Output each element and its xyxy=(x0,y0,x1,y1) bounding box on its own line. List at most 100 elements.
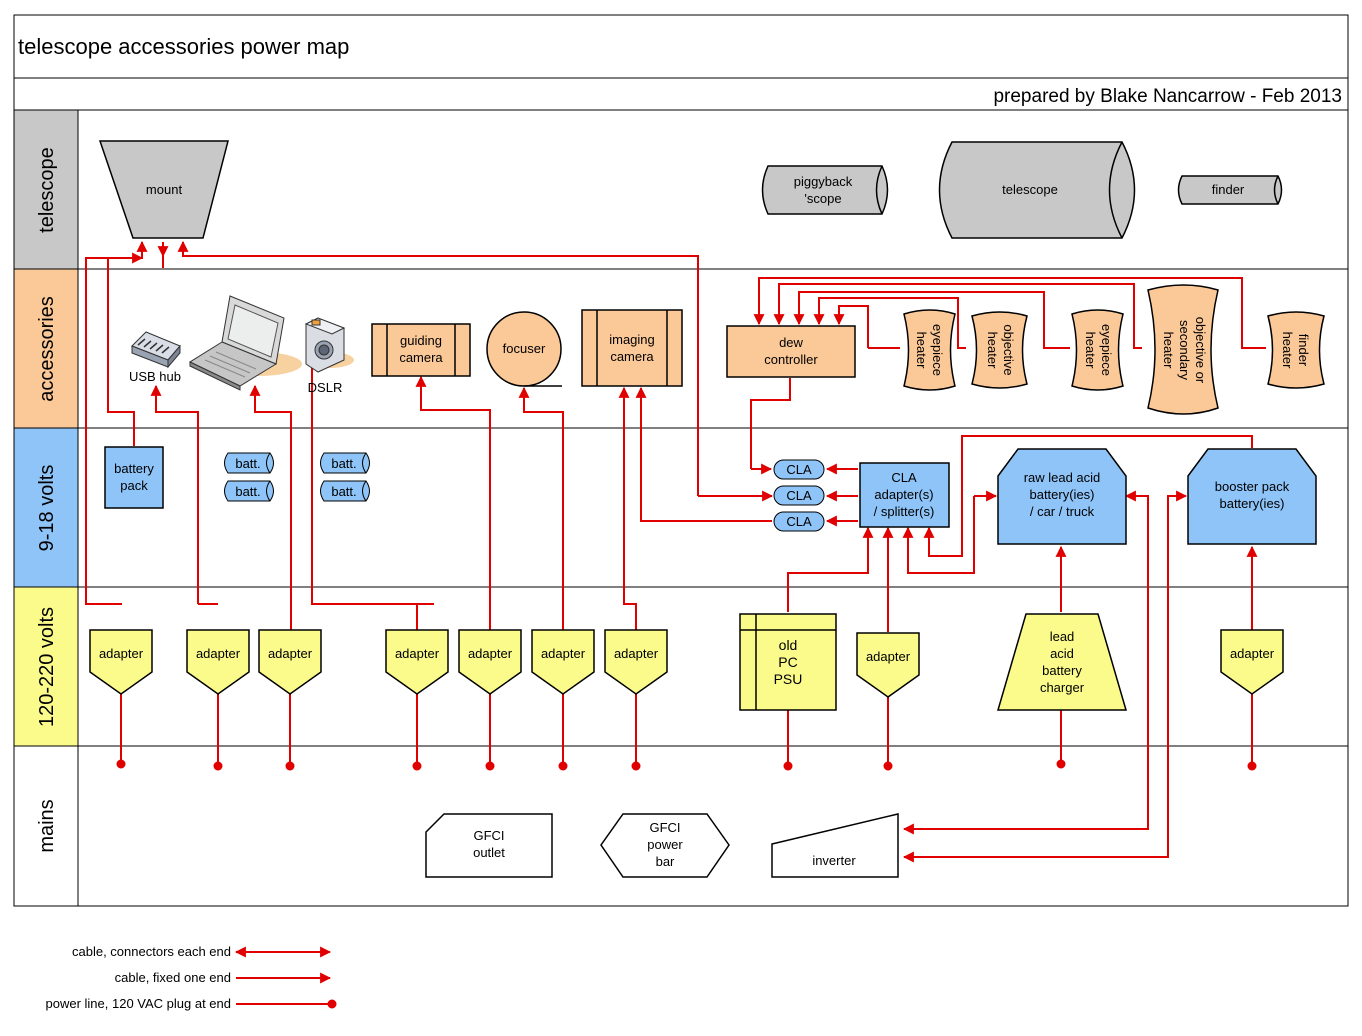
svg-text:heater: heater xyxy=(1161,332,1176,370)
finder-scope: finder xyxy=(1177,175,1283,205)
svg-text:heater: heater xyxy=(1280,332,1295,370)
aa-batteries-left: batt. batt. xyxy=(224,452,274,502)
adapter: adapter xyxy=(385,629,449,695)
svg-text:PC: PC xyxy=(778,654,797,670)
dslr-label: DSLR xyxy=(308,380,343,395)
usb-hub-label: USB hub xyxy=(129,369,181,384)
svg-text:dew: dew xyxy=(779,335,803,350)
svg-text:eyepiece: eyepiece xyxy=(1099,324,1114,376)
adapter: adapter xyxy=(458,629,522,695)
inverter: inverter xyxy=(771,813,899,878)
lane-label-mains: mains xyxy=(36,799,58,852)
adapter-label: adapter xyxy=(866,649,911,664)
svg-text:objective or: objective or xyxy=(1193,317,1208,384)
old-pc-psu: old PC PSU xyxy=(739,613,837,711)
guiding-camera: guiding camera xyxy=(371,323,471,377)
adapter-label: adapter xyxy=(468,646,513,661)
svg-text:battery: battery xyxy=(1042,663,1082,678)
lane-label-accessories: accessories xyxy=(36,296,58,402)
svg-text:CLA: CLA xyxy=(786,462,812,477)
svg-text:guiding: guiding xyxy=(400,333,442,348)
lane-mains-header xyxy=(13,745,79,907)
svg-text:CLA: CLA xyxy=(891,470,917,485)
adapters: adapter adapter adapter adapter adapter adapt… xyxy=(89,629,1284,698)
svg-text:GFCI: GFCI xyxy=(473,828,504,843)
diagram-subtitle: prepared by Blake Nancarrow - Feb 2013 xyxy=(993,86,1342,107)
svg-text:batt.: batt. xyxy=(331,484,356,499)
svg-text:telescope: telescope xyxy=(1002,182,1058,197)
objective-heater-1: objective heater xyxy=(971,311,1028,389)
svg-text:eyepiece: eyepiece xyxy=(930,324,945,376)
adapter: adapter xyxy=(89,629,153,695)
svg-text:CLA: CLA xyxy=(786,514,812,529)
lane-label-telescope: telescope xyxy=(36,147,58,233)
svg-text:heater: heater xyxy=(985,332,1000,370)
svg-text:old: old xyxy=(779,637,798,653)
raw-lead-acid-battery: raw lead acid battery(ies) / car / truck xyxy=(997,448,1127,545)
svg-text:CLA: CLA xyxy=(786,488,812,503)
imaging-camera: imaging camera xyxy=(581,309,683,387)
diagram-title: telescope accessories power map xyxy=(18,34,349,59)
lead-acid-battery-charger: lead acid battery charger xyxy=(997,613,1127,711)
telescope-tube: telescope xyxy=(938,141,1136,239)
adapter: adapter xyxy=(258,629,322,695)
lane-accessories-header xyxy=(13,268,79,429)
svg-text:adapter(s): adapter(s) xyxy=(874,487,933,502)
svg-text:focuser: focuser xyxy=(503,341,546,356)
svg-text:/ car / truck: / car / truck xyxy=(1030,504,1095,519)
svg-text:batt.: batt. xyxy=(235,484,260,499)
legend-label-both-ends: cable, connectors each end xyxy=(72,944,231,959)
adapter-label: adapter xyxy=(541,646,586,661)
legend: cable, connectors each end cable, fixed … xyxy=(46,944,337,1011)
title-block: telescope accessories power map prepared… xyxy=(13,14,1349,111)
svg-text:finder: finder xyxy=(1212,182,1245,197)
eyepiece-heater-2: eyepiece heater xyxy=(1071,309,1124,391)
adapter: adapter xyxy=(1220,629,1284,695)
cla-adapter-splitter: CLA adapter(s) / splitter(s) xyxy=(859,462,950,528)
finder-heater: finder heater xyxy=(1267,311,1325,389)
svg-text:batt.: batt. xyxy=(235,456,260,471)
svg-text:heater: heater xyxy=(1083,332,1098,370)
adapter: adapter xyxy=(856,632,920,698)
legend-label-one-end: cable, fixed one end xyxy=(115,970,231,985)
svg-text:finder: finder xyxy=(1296,334,1311,367)
adapter-label: adapter xyxy=(1230,646,1275,661)
usb-hub-icon xyxy=(131,331,181,369)
adapter: adapter xyxy=(186,629,250,695)
cla-sockets: CLA CLA CLA xyxy=(773,459,825,532)
gfci-outlet: GFCI outlet xyxy=(425,813,553,878)
svg-text:raw lead acid: raw lead acid xyxy=(1024,470,1101,485)
svg-text:bar: bar xyxy=(656,854,675,869)
lane-telescope-header xyxy=(13,109,79,270)
lane-low-voltage-header xyxy=(13,427,79,588)
adapter-label: adapter xyxy=(614,646,659,661)
svg-text:controller: controller xyxy=(764,352,818,367)
svg-text:GFCI: GFCI xyxy=(649,820,680,835)
svg-text:objective: objective xyxy=(1001,324,1016,375)
svg-text:battery: battery xyxy=(114,461,154,476)
lane-label-low-voltage: 9-18 volts xyxy=(36,465,58,552)
aa-batteries-right: batt. batt. xyxy=(320,452,370,502)
svg-text:acid: acid xyxy=(1050,646,1074,661)
piggyback-scope: piggyback 'scope xyxy=(761,165,889,215)
adapter-label: adapter xyxy=(99,646,144,661)
adapter-label: adapter xyxy=(196,646,241,661)
dew-controller: dew controller xyxy=(726,325,856,378)
svg-text:battery(ies): battery(ies) xyxy=(1029,487,1094,502)
svg-text:camera: camera xyxy=(399,350,443,365)
svg-text:imaging: imaging xyxy=(609,332,655,347)
svg-text:piggyback: piggyback xyxy=(794,174,853,189)
svg-text:battery(ies): battery(ies) xyxy=(1219,496,1284,511)
eyepiece-heater-1: eyepiece heater xyxy=(903,309,956,391)
svg-text:PSU: PSU xyxy=(774,671,803,687)
svg-text:pack: pack xyxy=(120,478,148,493)
cables xyxy=(85,240,1266,863)
svg-text:/ splitter(s): / splitter(s) xyxy=(874,504,935,519)
focuser: focuser xyxy=(486,311,562,387)
svg-text:'scope: 'scope xyxy=(804,191,841,206)
gfci-power-bar: GFCI power bar xyxy=(600,813,730,878)
svg-text:batt.: batt. xyxy=(331,456,356,471)
svg-text:lead: lead xyxy=(1050,629,1075,644)
objective-or-secondary-heater: objective or secondary heater xyxy=(1147,284,1219,415)
